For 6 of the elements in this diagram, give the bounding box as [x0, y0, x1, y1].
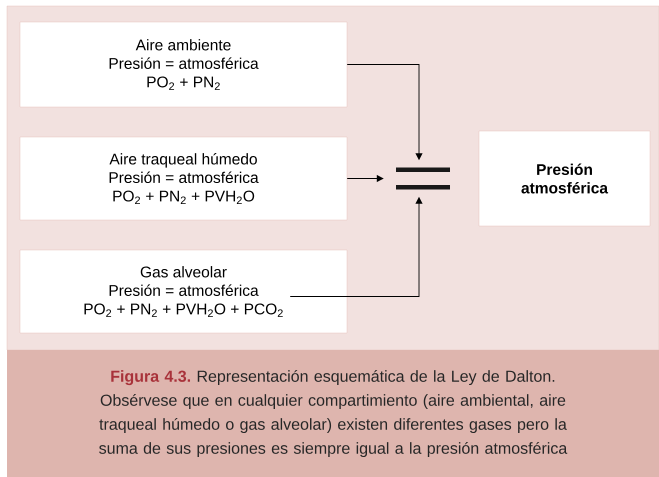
text-box: Aire ambiente Presión = atmosférica PO$_{2}$ + PN$_{2}$: [20, 22, 348, 108]
text-box: Gas alveolar Presión = atmosférica PO$_{2}$ + PN$_{2}$ + PVH$_{2}$O + PCO$_{2}$: [20, 250, 348, 334]
text-box: Aire traqueal húmedo Presión = atmosférica PO$_{2}$ + PN$_{2}$ + PVH$_{2}$O: [20, 136, 348, 220]
text-box: Presión atmosférica: [478, 130, 650, 226]
figure-caption: Figura 4.3. Representación esquemática de la Ley de Dalton. Obsérvese que en cualquier compartimiento (aire ambiental, aire traqueal húmedo o gas alveolar) existen diferentes gases pero la suma de sus presiones es siempre igual a la presión atmosférica: [99, 370, 568, 458]
equals-sign: [396, 168, 450, 190]
